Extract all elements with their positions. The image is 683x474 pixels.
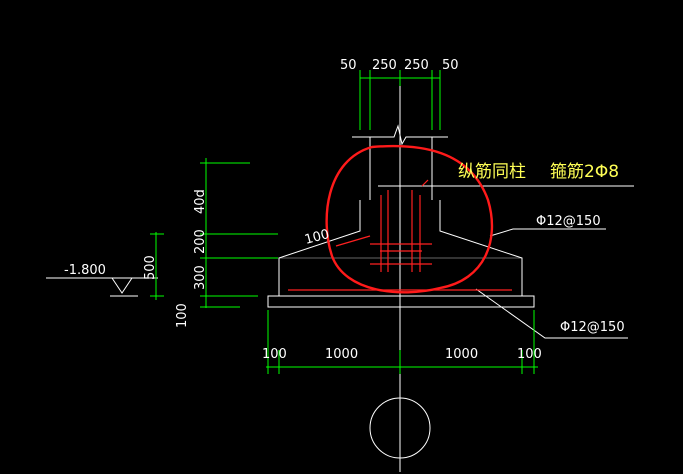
highlight-circle <box>325 144 494 294</box>
note-rebar-upper: Φ12@150 <box>536 214 601 229</box>
top-dim-label-3: 250 <box>404 58 429 73</box>
note-rebar-lower: Φ12@150 <box>560 320 625 335</box>
rebar-hook-left <box>335 235 371 247</box>
bottom-dim-label-2: 1000 <box>325 347 358 362</box>
rebar-tick <box>421 179 429 187</box>
elevation-label: -1.800 <box>64 263 106 278</box>
left-total-label: 500 <box>143 255 158 280</box>
top-dim-label-4: 50 <box>442 58 459 73</box>
bottom-dim-label-1: 100 <box>262 347 287 362</box>
dimension-lines <box>150 70 538 374</box>
foundation-outline <box>46 82 634 472</box>
bottom-dim-label-3: 1000 <box>445 347 478 362</box>
left-dim-label-1: 40d <box>193 189 208 214</box>
note-leader-2 <box>489 228 606 237</box>
left-dim-label-4: 100 <box>175 303 190 328</box>
elevation-triangle <box>111 277 133 294</box>
note-stirrup: 箍筋2Φ8 <box>550 162 619 182</box>
slope-label: 100 <box>303 227 331 248</box>
rebar-group <box>288 179 512 291</box>
note-leader-3 <box>475 288 628 339</box>
bottom-dim-label-4: 100 <box>517 347 542 362</box>
note-longitudinal: 纵筋同柱 <box>458 162 526 182</box>
top-dim-label-1: 50 <box>340 58 357 73</box>
pedestal-right-edge <box>439 200 523 296</box>
left-dim-label-3: 300 <box>193 265 208 290</box>
left-dim-label-2: 200 <box>193 229 208 254</box>
top-dim-label-2: 250 <box>372 58 397 73</box>
base-slab <box>267 295 535 308</box>
pedestal-left-edge <box>278 200 361 296</box>
